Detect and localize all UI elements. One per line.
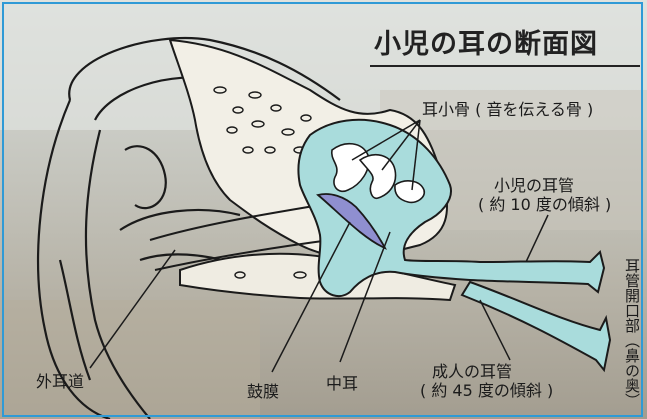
adult-eustachian-tube (462, 282, 610, 370)
label-eardrum: 鼓膜 (247, 378, 279, 402)
label-ear-canal: 外耳道 (36, 368, 84, 392)
label-tube-opening: 耳管開口部（鼻の奥） (624, 258, 639, 408)
label-ossicles: 耳小骨 ( 音を伝える骨 ) (422, 96, 593, 120)
title-underline (370, 65, 640, 67)
label-adult-tube-line2: ( 約 45 度の傾斜 ) (420, 377, 553, 401)
diagram-title: 小児の耳の断面図 (374, 22, 598, 61)
label-middle-ear: 中耳 (326, 370, 358, 394)
label-child-tube-line2: ( 約 10 度の傾斜 ) (478, 191, 611, 215)
